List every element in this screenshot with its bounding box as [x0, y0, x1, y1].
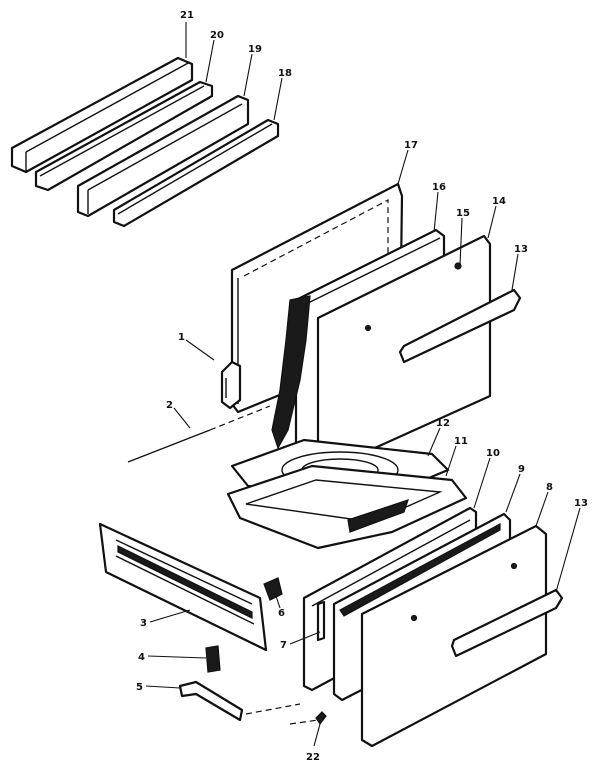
callout-19: 19 [248, 44, 262, 55]
callout-15: 15 [456, 208, 470, 219]
callout-18: 18 [278, 68, 292, 79]
callout-1: 1 [178, 332, 185, 343]
broiler-pan-11 [226, 464, 468, 550]
bracket-6 [263, 577, 283, 601]
callout-2: 2 [166, 400, 173, 411]
callout-labels: 21 20 19 18 17 16 15 14 13 1 2 12 11 10 … [136, 10, 588, 763]
callout-13-drawer: 13 [574, 498, 588, 509]
trim-strip-21 [10, 56, 194, 174]
callout-20: 20 [210, 30, 224, 41]
callout-14: 14 [492, 196, 506, 207]
callout-10: 10 [486, 448, 500, 459]
trim-strip-18 [112, 118, 280, 228]
drawer-panel-8 [360, 524, 564, 748]
callout-8: 8 [546, 482, 553, 493]
pin-22 [245, 703, 327, 726]
callout-11: 11 [454, 436, 468, 447]
callout-17: 17 [404, 140, 418, 151]
callout-12: 12 [436, 418, 450, 429]
handle-5 [178, 680, 244, 722]
callout-3: 3 [140, 618, 147, 629]
clip-7 [316, 600, 326, 642]
leader-lines [145, 22, 581, 747]
callout-13-door: 13 [514, 244, 528, 255]
callout-6: 6 [278, 608, 285, 619]
hinge-1 [220, 360, 242, 410]
callout-5: 5 [136, 682, 143, 693]
drawer-rail-3 [98, 522, 268, 652]
callout-7: 7 [280, 640, 287, 651]
trim-strip-20 [34, 80, 214, 192]
slide-4 [205, 645, 221, 673]
callout-16: 16 [432, 182, 446, 193]
callout-21: 21 [180, 10, 194, 21]
door-outer-panel-14 [316, 234, 522, 472]
callout-22: 22 [306, 752, 320, 763]
callout-4: 4 [138, 652, 145, 663]
callout-9: 9 [518, 464, 525, 475]
trim-strip-19 [76, 94, 250, 218]
rod-2 [127, 405, 271, 463]
